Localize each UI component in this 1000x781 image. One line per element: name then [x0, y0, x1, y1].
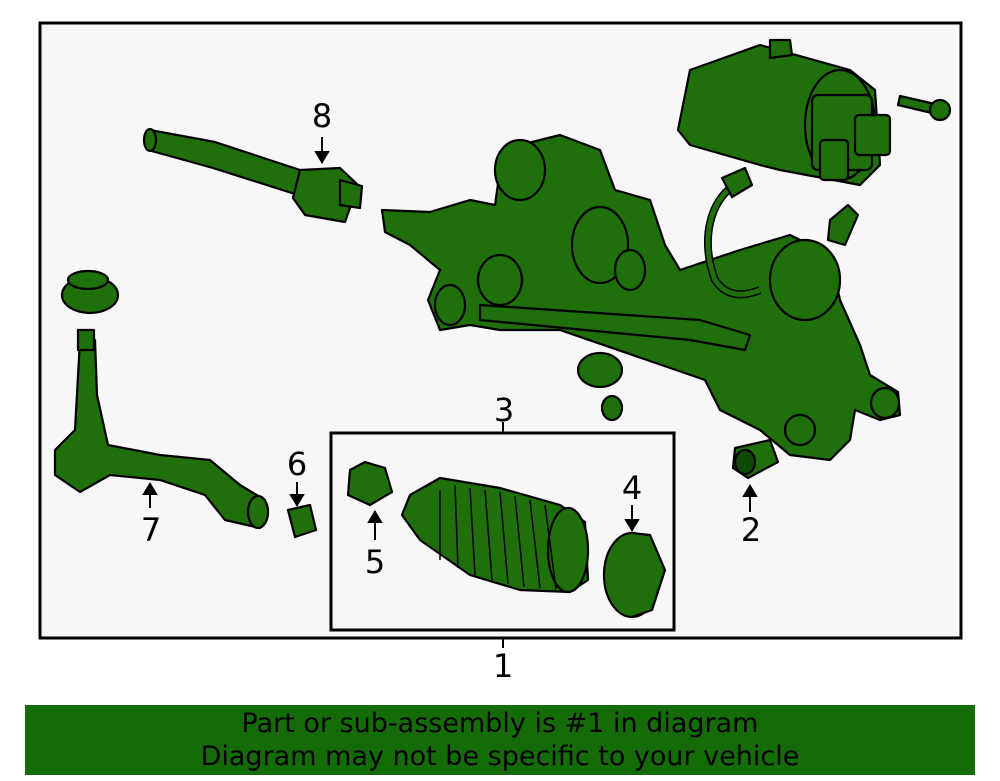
bushing: [731, 438, 780, 480]
callout-8: 8: [311, 97, 333, 135]
harness-connector: [720, 166, 754, 199]
callout-7: 7: [140, 511, 162, 549]
callout-3: 3: [493, 391, 515, 429]
boot-clamp: [346, 460, 394, 507]
notice-line-1: Part or sub-assembly is #1 in diagram: [241, 708, 759, 739]
inner-tie-rod: [142, 127, 364, 224]
notice-banner: Part or sub-assembly is #1 in diagram Di…: [25, 705, 975, 775]
rack-boot: [400, 476, 590, 594]
jam-nut: [286, 503, 318, 539]
dust-cap: [60, 269, 120, 315]
grommet-small: [576, 351, 624, 422]
callout-1: 1: [492, 647, 514, 685]
parts-diagram: [38, 21, 963, 648]
mounting-bolt: [896, 94, 952, 122]
notice-line-2: Diagram may not be specific to your vehi…: [200, 741, 800, 772]
boot-cap: [602, 531, 667, 619]
callout-5: 5: [364, 543, 386, 581]
outer-tie-rod-end: [53, 328, 270, 530]
callout-6: 6: [286, 445, 308, 483]
motor-assembly: [676, 38, 892, 187]
rack-housing: [380, 133, 902, 462]
callout-2: 2: [740, 511, 762, 549]
callout-4: 4: [621, 469, 643, 507]
